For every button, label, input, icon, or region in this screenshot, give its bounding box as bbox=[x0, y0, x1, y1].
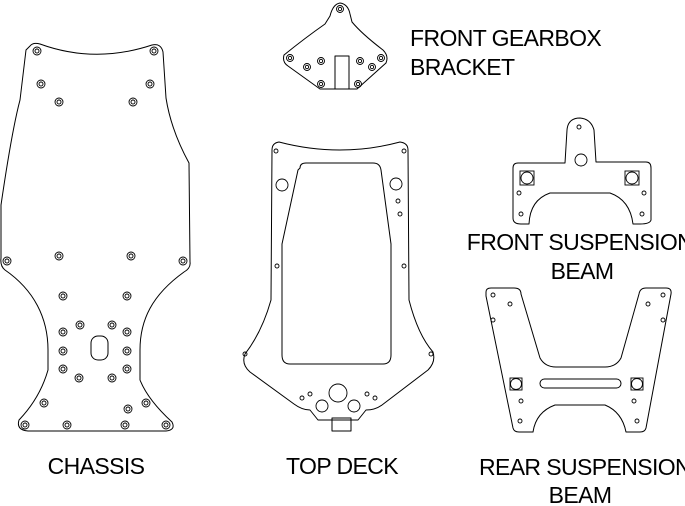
chassis-center-slot bbox=[90, 335, 109, 361]
rear-suspension-beam-holes bbox=[490, 292, 666, 424]
top-deck-label: TOP DECK bbox=[286, 453, 399, 479]
front-gearbox-bracket-notch bbox=[334, 55, 350, 89]
rear-suspension-beam-outline bbox=[485, 287, 672, 433]
front-gearbox-bracket-outline bbox=[283, 2, 388, 90]
front-suspension-beam-label-line2: BEAM bbox=[551, 258, 614, 284]
top-deck-bottom-tab bbox=[331, 417, 352, 432]
rear-suspension-beam-slot bbox=[539, 378, 622, 389]
rear-suspension-beam-part bbox=[485, 287, 672, 433]
rear-suspension-beam-label-line2: BEAM bbox=[549, 482, 612, 506]
rear-suspension-beam-label-line1: REAR SUSPENSION bbox=[479, 454, 685, 480]
top-deck-window bbox=[281, 162, 392, 365]
top-deck-outline bbox=[243, 141, 435, 421]
top-deck-holes bbox=[242, 148, 434, 413]
front-gearbox-bracket-label-line1: FRONT GEARBOX bbox=[410, 25, 601, 51]
front-gearbox-bracket-label-line2: BRACKET bbox=[410, 54, 515, 80]
front-gearbox-bracket-holes bbox=[286, 5, 385, 88]
chassis-label: CHASSIS bbox=[48, 453, 145, 479]
front-suspension-beam-outline bbox=[512, 117, 652, 225]
front-suspension-beam-part bbox=[512, 117, 652, 225]
top-deck-part bbox=[242, 141, 435, 432]
chassis-part bbox=[0, 42, 191, 432]
chassis-holes bbox=[2, 46, 188, 430]
front-gearbox-bracket-part bbox=[283, 2, 388, 90]
front-suspension-beam-label-line1: FRONT SUSPENSION bbox=[467, 229, 685, 255]
chassis-outline bbox=[0, 42, 191, 432]
front-suspension-beam-holes bbox=[516, 124, 647, 217]
